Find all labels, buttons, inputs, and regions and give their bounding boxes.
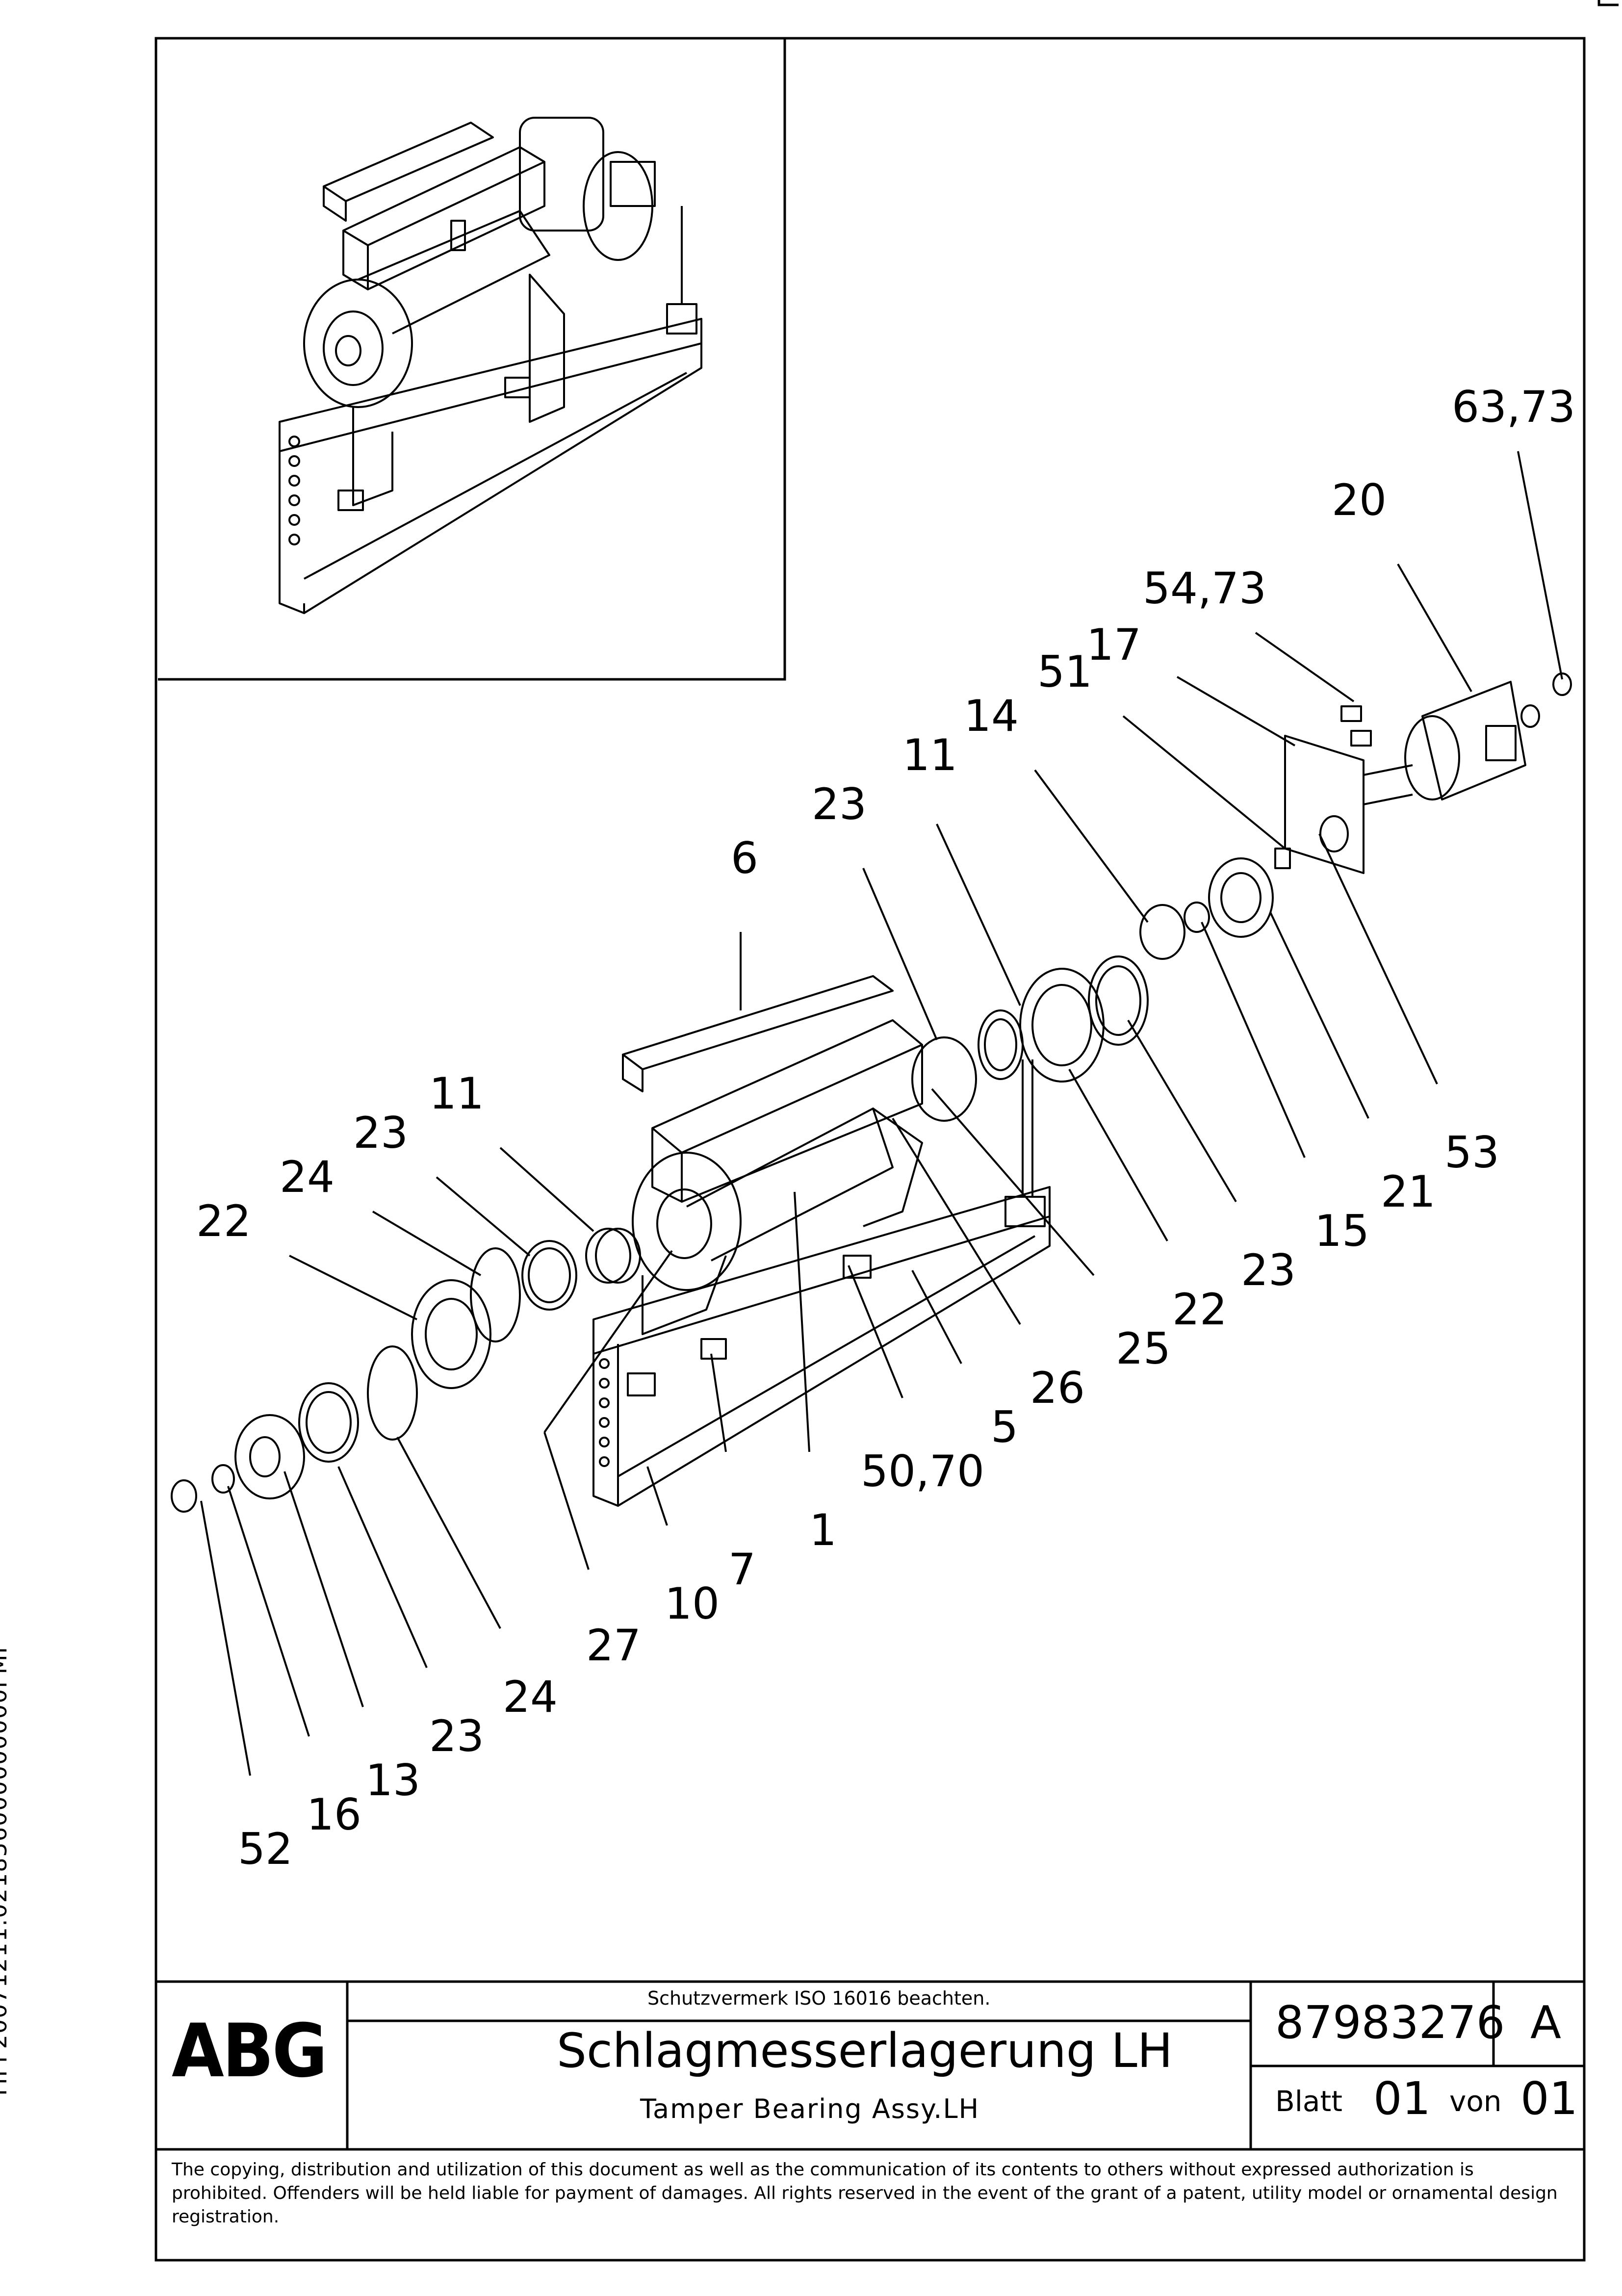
callout: 6	[731, 833, 758, 883]
callout: 27	[586, 1620, 641, 1671]
callout: 23	[353, 1108, 408, 1158]
callout: 7	[728, 1544, 756, 1595]
callout: 11	[429, 1068, 484, 1119]
company-logo: ABG	[172, 2009, 328, 2094]
callout: 25	[1116, 1323, 1171, 1374]
callout: 15	[1314, 1206, 1369, 1256]
callout: 5	[991, 1402, 1018, 1452]
callout: 1	[809, 1505, 837, 1555]
callout: 21	[1381, 1166, 1436, 1217]
title-german: Schlagmesserlagerung LH	[557, 2023, 1173, 2078]
callout: 51	[1037, 646, 1092, 697]
side-identifier: TIFF20071211.021856000000000FMF	[0, 1640, 12, 2099]
of-label: von	[1449, 2085, 1502, 2118]
callout: 22	[196, 1196, 251, 1246]
callout: 13	[365, 1755, 420, 1806]
callout: 26	[1030, 1363, 1085, 1413]
callout: 20	[1332, 475, 1387, 525]
sheet-total: 01	[1520, 2072, 1578, 2125]
callout-labels: 63,73 20 54,73 17 51 14 11 23 6 11 23 24…	[196, 382, 1575, 1874]
inset-assembly	[279, 117, 702, 614]
callout: 17	[1086, 619, 1141, 670]
callout: 52	[238, 1824, 293, 1874]
callout: 16	[307, 1789, 361, 1840]
main-assembly	[171, 672, 1572, 1513]
callout: 24	[280, 1152, 335, 1202]
callout: 23	[812, 779, 867, 829]
drawing-number: 87983276	[1275, 1996, 1505, 2049]
callout: 22	[1172, 1284, 1227, 1335]
callout: 14	[964, 691, 1019, 741]
callout: 23	[429, 1711, 484, 1761]
revision-letter: A	[1530, 1996, 1561, 2049]
copyright-note: The copying, distribution and utilizatio…	[172, 2160, 1558, 2227]
sheet-label: Blatt	[1275, 2085, 1342, 2118]
title-english: Tamper Bearing Assy.LH	[640, 2093, 980, 2124]
callout: 63,73	[1452, 382, 1575, 432]
callout: 10	[665, 1578, 720, 1629]
callout: 53	[1444, 1127, 1499, 1178]
outer-frame	[154, 37, 1586, 2262]
callout: 54,73	[1143, 563, 1266, 614]
callout: 23	[1241, 1245, 1296, 1295]
callout: 11	[902, 730, 957, 780]
callout: 24	[503, 1672, 558, 1722]
leader-lines	[200, 451, 1563, 1776]
protection-notice: Schutzvermerk ISO 16016 beachten.	[647, 1987, 991, 2009]
sheet-number: 01	[1373, 2072, 1431, 2125]
inset-frame	[158, 39, 786, 681]
callout: 50,70	[861, 1446, 984, 1496]
